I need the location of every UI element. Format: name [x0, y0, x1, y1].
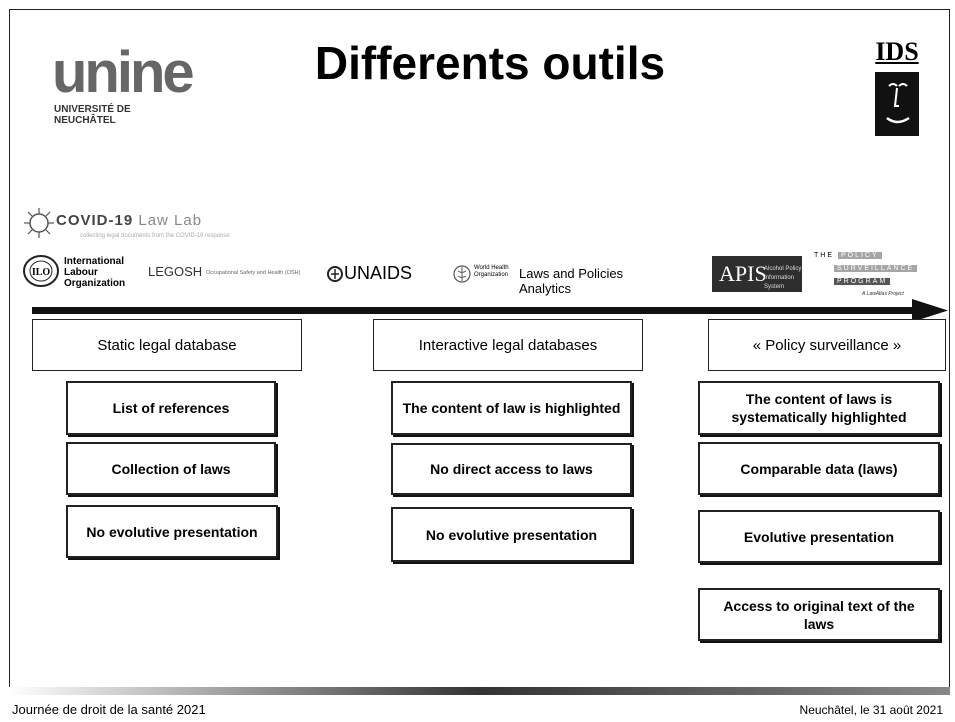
- timeline-arrow: [32, 299, 948, 322]
- footer-divider: [9, 687, 950, 695]
- covid-law-lab-name: COVID-19 Law Lab: [56, 212, 202, 229]
- psp-line-1: THE POLICY: [814, 250, 882, 261]
- laws-policies-analytics-text: Laws and Policies Analytics: [519, 266, 624, 296]
- who-name: World Health Organization: [474, 265, 509, 279]
- feature-box-interactive-3: No evolutive presentation: [391, 507, 632, 562]
- unaids-who-logo: UNAIDS World Health Organization Laws an…: [326, 262, 656, 296]
- unine-subtitle-line2: NEUCHÂTEL: [54, 115, 116, 126]
- feature-box-static-1: List of references: [66, 381, 276, 435]
- ids-face-icon: [875, 72, 919, 136]
- unine-subtitle: UNIVERSITÉ DE NEUCHÂTEL: [54, 104, 131, 126]
- ilo-name-line3: Organization: [64, 278, 126, 289]
- feature-box-policy-surveillance-4: Access to original text of the laws: [698, 588, 940, 641]
- psp-policy: POLICY: [837, 252, 882, 259]
- policy-surveillance-program-logo: THE POLICY SURVEILLANCE PROGRAM A LawAtl…: [814, 250, 948, 300]
- feature-box-interactive-2: No direct access to laws: [391, 443, 632, 495]
- psp-the: THE: [814, 252, 834, 259]
- feature-box-static-2: Collection of laws: [66, 442, 276, 495]
- ilo-legosh-logo: ILO International Labour Organization LE…: [22, 254, 302, 294]
- who-name-line1: World Health: [474, 265, 509, 271]
- category-box-policy-surveillance: « Policy surveillance »: [708, 319, 946, 371]
- covid-name-suffix: Law Lab: [138, 212, 203, 229]
- ilo-name-line2: Labour: [64, 267, 98, 278]
- svg-text:ILO: ILO: [32, 267, 51, 278]
- ilo-name: International Labour Organization: [64, 256, 125, 289]
- slide-title: Differents outils: [314, 37, 666, 89]
- virus-icon: [24, 208, 54, 238]
- who-emblem-icon: [453, 265, 471, 283]
- who-name-line2: Organization: [474, 272, 509, 278]
- footer-place-date: Neuchâtel, le 31 août 2021: [799, 703, 943, 717]
- psp-footnote: A LawAtlas Project: [862, 291, 904, 297]
- legosh-subtitle: Occupational Safety and Health (OSH): [206, 270, 301, 276]
- legosh-name: LEGOSH: [148, 264, 203, 279]
- apis-subtitle-line2: Information System: [764, 275, 795, 290]
- unine-subtitle-line1: UNIVERSITÉ DE: [54, 104, 131, 115]
- psp-surveillance: SURVEILLANCE: [834, 265, 918, 272]
- ilo-emblem-icon: ILO: [23, 255, 59, 287]
- feature-box-policy-surveillance-2: Comparable data (laws): [698, 442, 940, 495]
- covid-name: COVID-19: [56, 212, 134, 229]
- psp-line-3: PROGRAM: [834, 276, 891, 287]
- covid-law-lab-logo: COVID-19 Law Lab collecting legal docume…: [22, 206, 322, 246]
- unine-wordmark: unine: [52, 40, 195, 105]
- unaids-emblem-icon: [327, 266, 343, 282]
- category-box-interactive: Interactive legal databases: [373, 319, 643, 371]
- ids-logo-text: IDS: [875, 37, 919, 66]
- unine-logo: unine UNIVERSITÉ DE NEUCHÂTEL: [52, 40, 195, 134]
- apis-name: APIS: [719, 261, 767, 286]
- ilo-name-line1: International: [64, 256, 125, 267]
- feature-box-policy-surveillance-3: Evolutive presentation: [698, 510, 940, 563]
- psp-program: PROGRAM: [834, 278, 891, 285]
- apis-subtitle: Alcohol Policy Information System: [764, 265, 802, 292]
- footer-event: Journée de droit de la santé 2021: [12, 702, 206, 717]
- apis-subtitle-line1: Alcohol Policy: [764, 266, 802, 272]
- feature-box-policy-surveillance-1: The content of laws is systematically hi…: [698, 381, 940, 435]
- feature-box-static-3: No evolutive presentation: [66, 505, 278, 558]
- unaids-name: UNAIDS: [344, 263, 413, 283]
- covid-tagline: collecting legal documents from the COVI…: [80, 233, 230, 239]
- ids-logo: IDS: [872, 38, 922, 138]
- apis-logo: APIS Alcohol Policy Information System: [712, 256, 802, 292]
- feature-box-interactive-1: The content of law is highlighted: [391, 381, 632, 435]
- psp-line-2: SURVEILLANCE: [834, 263, 918, 274]
- category-box-static: Static legal database: [32, 319, 302, 371]
